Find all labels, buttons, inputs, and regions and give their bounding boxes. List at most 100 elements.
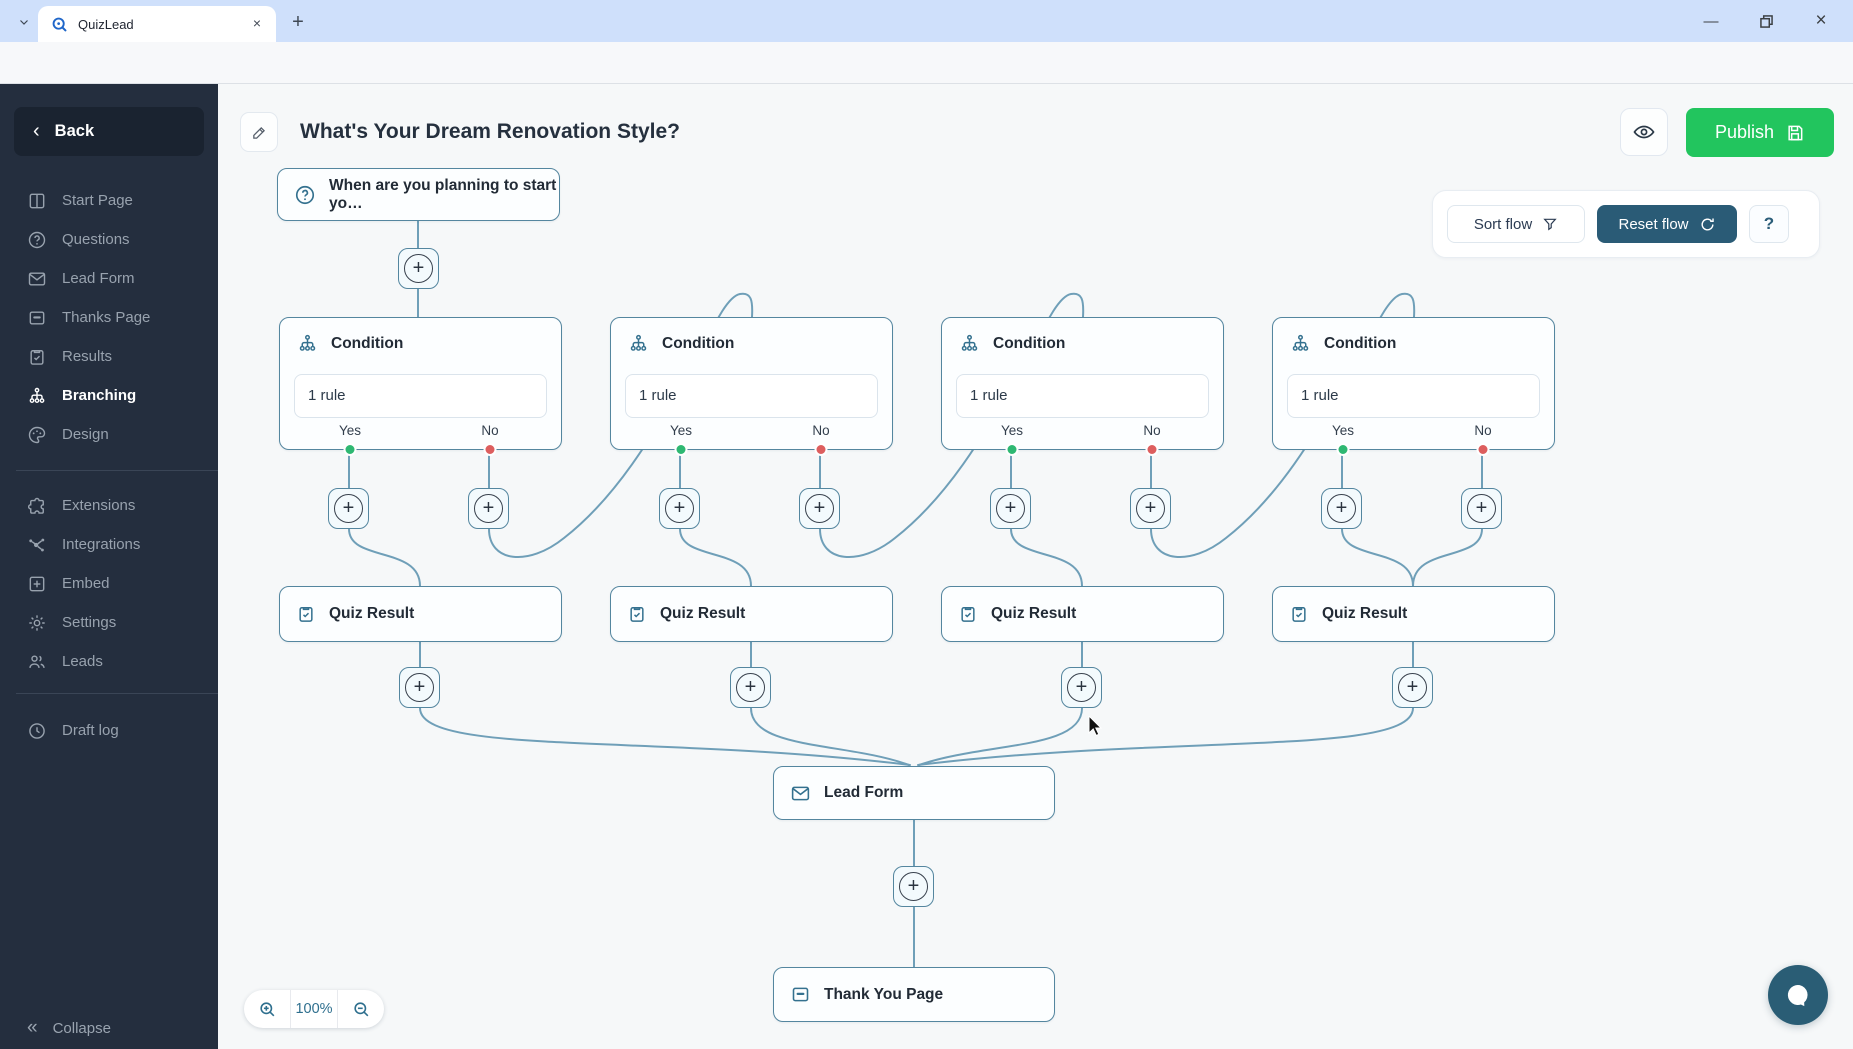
gear-icon (27, 613, 47, 633)
add-node-button[interactable]: + (659, 488, 700, 529)
funnel-icon (1543, 218, 1557, 231)
quiz-result-node[interactable]: Quiz Result (610, 586, 893, 642)
zoom-in-icon (259, 1001, 274, 1016)
browser-toolbar: ac.quizlead.io/quizzes/68QuG2oatV8Zlctfz… (0, 42, 1853, 119)
sidebar-item-integrations[interactable]: Integrations (0, 525, 218, 564)
add-node-button[interactable]: + (799, 488, 840, 529)
sort-flow-label: Sort flow (1473, 215, 1533, 233)
no-output-handle[interactable] (1476, 443, 1490, 456)
yes-output-handle[interactable] (343, 443, 357, 456)
edit-title-button[interactable] (240, 112, 278, 152)
condition-node[interactable]: Condition 1 rule Yes No (941, 317, 1224, 456)
history-clock-icon (27, 721, 47, 741)
rule-box[interactable]: 1 rule (294, 374, 547, 418)
yes-output-handle[interactable] (1005, 443, 1019, 456)
sidebar-item-embed[interactable]: Embed (0, 564, 218, 603)
sidebar-item-label: Embed (62, 575, 110, 592)
quiz-result-node[interactable]: Quiz Result (279, 586, 562, 642)
zoom-in-button[interactable] (244, 990, 290, 1028)
add-node-button[interactable]: + (990, 488, 1031, 529)
sidebar-item-thanks-page[interactable]: Thanks Page (0, 298, 218, 337)
rule-box[interactable]: 1 rule (625, 374, 878, 418)
add-node-button[interactable]: + (468, 488, 509, 529)
window-restore-button[interactable] (1749, 6, 1783, 36)
no-output-handle[interactable] (483, 443, 497, 456)
plus-icon: + (334, 494, 363, 523)
window-close-button[interactable]: × (1815, 10, 1827, 31)
add-node-button[interactable]: + (730, 667, 771, 708)
condition-node[interactable]: Condition 1 rule Yes No (610, 317, 893, 456)
sidebar-item-extensions[interactable]: Extensions (0, 486, 218, 525)
sidebar-item-start-page[interactable]: Start Page (0, 181, 218, 220)
page-title: What's Your Dream Renovation Style? (300, 120, 680, 143)
lead-form-node[interactable]: Lead Form (773, 766, 1055, 820)
add-node-button[interactable]: + (893, 866, 934, 907)
publish-button[interactable]: Publish (1686, 108, 1834, 157)
sidebar-item-lead-form[interactable]: Lead Form (0, 259, 218, 298)
plus-icon: + (1136, 494, 1165, 523)
embed-plus-icon (27, 574, 47, 594)
sidebar-item-branching[interactable]: Branching (0, 376, 218, 415)
add-node-button[interactable]: + (1061, 667, 1102, 708)
question-circle-icon (294, 184, 316, 206)
tab-search-chevron-icon[interactable] (10, 8, 37, 35)
sidebar-item-settings[interactable]: Settings (0, 603, 218, 642)
tab-favicon-quizlead-icon (51, 16, 68, 33)
add-node-button[interactable]: + (399, 667, 440, 708)
yes-output-handle[interactable] (1336, 443, 1350, 456)
tab-close-icon[interactable]: × (252, 15, 262, 31)
publish-label: Publish (1714, 122, 1775, 142)
condition-title: Condition (993, 334, 1066, 352)
zoom-out-button[interactable] (338, 990, 384, 1028)
condition-title: Condition (1324, 334, 1397, 352)
sidebar-collapse-button[interactable]: « Collapse (0, 1008, 218, 1048)
save-floppy-icon (1788, 125, 1803, 140)
help-button[interactable]: ? (1749, 205, 1789, 243)
preview-button[interactable] (1620, 108, 1668, 156)
clipboard-check-icon (296, 604, 316, 624)
yes-output-handle[interactable] (674, 443, 688, 456)
sidebar-divider (16, 693, 218, 694)
browser-tab[interactable]: QuizLead × (38, 6, 276, 42)
sidebar-item-draft-log[interactable]: Draft log (0, 711, 218, 750)
sidebar-item-leads[interactable]: Leads (0, 642, 218, 681)
chat-widget-button[interactable] (1768, 965, 1828, 1025)
sidebar-item-label: Start Page (62, 192, 133, 209)
collapse-label: Collapse (52, 1019, 111, 1037)
add-node-button[interactable]: + (1130, 488, 1171, 529)
card-icon (27, 308, 47, 328)
rule-box[interactable]: 1 rule (1287, 374, 1540, 418)
add-node-button[interactable]: + (1392, 667, 1433, 708)
add-node-button[interactable]: + (328, 488, 369, 529)
sidebar-item-design[interactable]: Design (0, 415, 218, 454)
window-minimize-button[interactable]: — (1703, 12, 1719, 30)
plus-icon: + (805, 494, 834, 523)
card-icon (790, 984, 811, 1005)
plus-icon: + (899, 872, 928, 901)
no-label: No (481, 423, 499, 438)
new-tab-button[interactable]: + (292, 11, 304, 33)
add-node-button[interactable]: + (1461, 488, 1502, 529)
quiz-result-node[interactable]: Quiz Result (1272, 586, 1555, 642)
condition-node[interactable]: Condition 1 rule Yes No (279, 317, 562, 456)
plus-icon: + (996, 494, 1025, 523)
sidebar-item-results[interactable]: Results (0, 337, 218, 376)
question-node[interactable]: When are you planning to start yo… (277, 168, 560, 221)
condition-node[interactable]: Condition 1 rule Yes No (1272, 317, 1555, 456)
sidebar-item-questions[interactable]: Questions (0, 220, 218, 259)
sort-flow-button[interactable]: Sort flow (1447, 205, 1585, 243)
thank-you-page-node[interactable]: Thank You Page (773, 967, 1055, 1022)
add-node-button[interactable]: + (1321, 488, 1362, 529)
quiz-result-node[interactable]: Quiz Result (941, 586, 1224, 642)
no-output-handle[interactable] (814, 443, 828, 456)
puzzle-icon (27, 496, 47, 516)
no-output-handle[interactable] (1145, 443, 1159, 456)
reset-flow-button[interactable]: Reset flow (1597, 205, 1737, 243)
add-node-button[interactable]: + (398, 248, 439, 289)
branching-icon (297, 333, 318, 354)
plus-icon: + (474, 494, 503, 523)
plus-icon: + (736, 673, 765, 702)
rule-box[interactable]: 1 rule (956, 374, 1209, 418)
flow-canvas[interactable]: What's Your Dream Renovation Style? Publ… (218, 84, 1853, 1049)
back-button[interactable]: ‹ Back (14, 107, 204, 156)
